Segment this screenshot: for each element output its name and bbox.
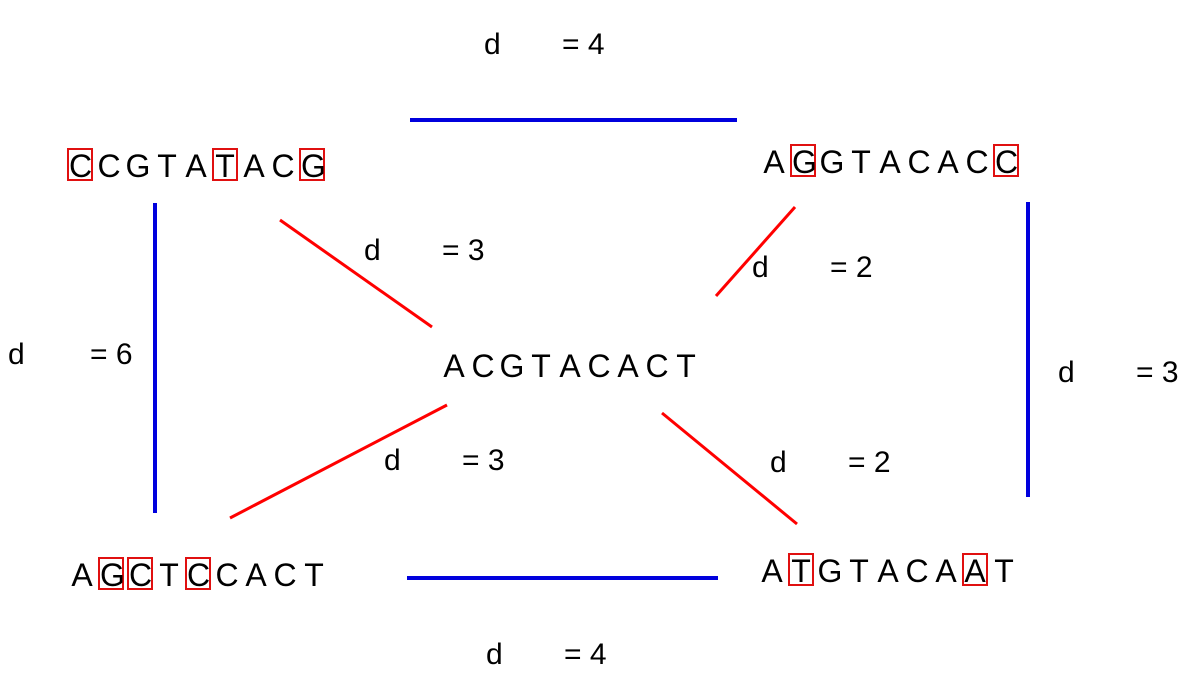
label-center-br: d = 2: [770, 446, 891, 480]
label-center-tl: d = 3: [364, 234, 485, 268]
label-left-value: = 6: [90, 338, 133, 371]
sequence-letter: C: [905, 553, 929, 589]
label-bottom: d = 4: [486, 638, 607, 672]
sequence-letter: A: [617, 348, 639, 384]
sequence-letter: G: [499, 348, 525, 384]
sequence-letter: G: [125, 148, 151, 184]
sequence-letter: A: [763, 144, 785, 180]
label-center-tr: d = 2: [752, 251, 873, 285]
label-right: d = 3: [1058, 356, 1179, 390]
sequence-letter: T: [304, 557, 324, 593]
sequence-letter: C: [645, 348, 669, 384]
sequence-letter: C: [273, 557, 297, 593]
highlighted-letter: G: [790, 144, 817, 180]
highlighted-letter: T: [788, 553, 814, 588]
label-top: d = 4: [484, 28, 605, 62]
edge-center-top-left: [279, 218, 433, 329]
sequence-letter: C: [215, 557, 239, 593]
sequence-letter: T: [159, 557, 179, 593]
edge-center-bottom-left: [229, 403, 448, 520]
highlighted-letter: C: [67, 148, 93, 184]
highlighted-letter: C: [993, 144, 1019, 180]
label-right-d: d: [1058, 356, 1075, 389]
label-center-tr-d: d: [752, 251, 769, 284]
sequence-letter: C: [907, 144, 931, 180]
label-bottom-value: = 4: [564, 638, 607, 671]
sequence-letter: C: [97, 148, 121, 184]
sequence-letter: C: [271, 148, 295, 184]
sequence-letter: A: [243, 148, 265, 184]
sequence-letter: A: [71, 557, 93, 593]
label-center-br-value: = 2: [848, 446, 891, 479]
sequence-letter: A: [443, 348, 465, 384]
label-left: d = 6: [8, 338, 133, 372]
sequence-letter: T: [849, 553, 869, 589]
label-bottom-d: d: [486, 638, 503, 671]
sequence-letter: C: [587, 348, 611, 384]
sequence-letter: A: [761, 553, 783, 589]
sequence-letter: A: [877, 553, 899, 589]
sequence-letter: A: [185, 148, 207, 184]
sequence-letter: A: [245, 557, 267, 593]
sequence-letter: G: [817, 553, 843, 589]
highlighted-letter: C: [127, 557, 153, 593]
label-right-value: = 3: [1136, 356, 1179, 389]
highlighted-letter: A: [962, 553, 988, 588]
sequence-letter: G: [819, 144, 845, 180]
sequence-letter: T: [994, 553, 1014, 589]
label-left-d: d: [8, 338, 25, 371]
label-center-bl: d = 3: [384, 444, 505, 478]
sequence-letter: A: [935, 553, 957, 589]
edge-center-bottom-right: [661, 411, 798, 526]
highlighted-letter: T: [212, 148, 238, 183]
highlighted-letter: G: [299, 148, 326, 184]
sequence-letter: C: [471, 348, 495, 384]
edge-center-top-right: [714, 206, 797, 297]
label-center-tl-value: = 3: [442, 234, 485, 267]
label-top-value: = 4: [562, 28, 605, 61]
sequence-letter: T: [157, 148, 177, 184]
sequence-letter: C: [965, 144, 989, 180]
label-center-tl-d: d: [364, 234, 381, 267]
sequence-letter: A: [937, 144, 959, 180]
sequence-letter: T: [851, 144, 871, 180]
sequence-letter: T: [676, 348, 696, 384]
label-center-tr-value: = 2: [830, 251, 873, 284]
sequence-letter: A: [559, 348, 581, 384]
label-center-bl-d: d: [384, 444, 401, 477]
label-center-br-d: d: [770, 446, 787, 479]
highlighted-letter: C: [185, 557, 211, 593]
label-top-d: d: [484, 28, 501, 61]
label-center-bl-value: = 3: [462, 444, 505, 477]
sequence-letter: A: [879, 144, 901, 180]
sequence-letter: T: [531, 348, 551, 384]
highlighted-letter: G: [98, 557, 125, 593]
